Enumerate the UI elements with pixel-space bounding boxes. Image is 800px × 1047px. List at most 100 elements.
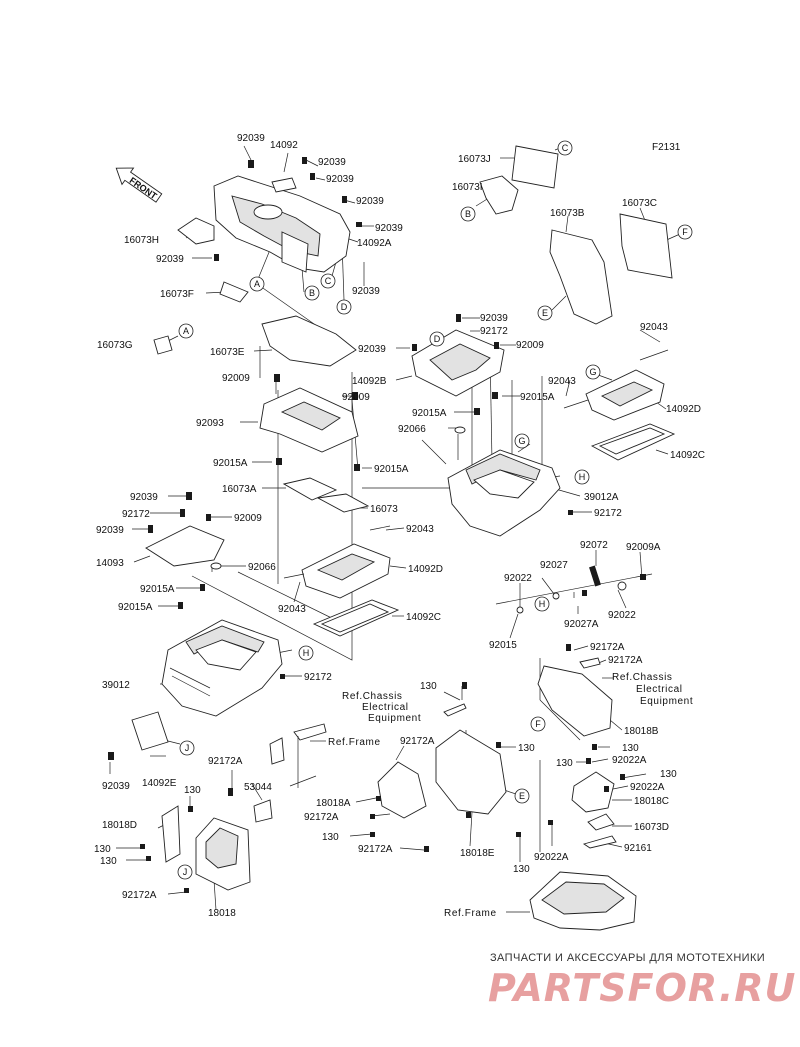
label-92015a: 92015A xyxy=(374,464,409,475)
label-92022: 92022 xyxy=(608,610,636,621)
callout-g: G xyxy=(514,433,530,449)
label-92172a: 92172A xyxy=(122,890,157,901)
svg-text:F: F xyxy=(535,719,541,729)
callout-markers: C B F E A C B D A D G G H H H F E J J xyxy=(177,140,693,880)
callout-g: G xyxy=(585,364,601,380)
label-14093: 14093 xyxy=(96,558,124,569)
label-18018e: 18018E xyxy=(460,848,495,859)
label-92172: 92172 xyxy=(304,672,332,683)
label-92172: 92172 xyxy=(594,508,622,519)
label-16073e: 16073E xyxy=(210,347,245,358)
label-16073b: 16073B xyxy=(550,208,585,219)
svg-text:F: F xyxy=(682,227,688,237)
label-39012: 39012 xyxy=(102,680,130,691)
label-18018b: 18018B xyxy=(624,726,659,737)
label-92039: 92039 xyxy=(102,781,130,792)
svg-text:A: A xyxy=(183,326,189,336)
label-92022a: 92022A xyxy=(534,852,569,863)
callout-e: E xyxy=(514,788,530,804)
label-92039: 92039 xyxy=(237,133,265,144)
label-92172a: 92172A xyxy=(304,812,339,823)
label-92172a: 92172A xyxy=(208,756,243,767)
label-92172: 92172 xyxy=(480,326,508,337)
svg-text:G: G xyxy=(518,436,525,446)
label-130: 130 xyxy=(518,743,535,754)
callout-f: F xyxy=(677,224,693,240)
svg-text:B: B xyxy=(309,288,315,298)
callout-a: A xyxy=(249,276,265,292)
label-92066: 92066 xyxy=(248,562,276,573)
label-92022: 92022 xyxy=(504,573,532,584)
label-18018a: 18018A xyxy=(316,798,351,809)
label-92039: 92039 xyxy=(96,525,124,536)
label-16073d: 16073D xyxy=(634,822,669,833)
ref-frame-1: Ref.Frame xyxy=(328,737,381,748)
svg-text:C: C xyxy=(562,143,569,153)
label-130: 130 xyxy=(94,844,111,855)
callout-c: C xyxy=(320,273,336,289)
label-130: 130 xyxy=(420,681,437,692)
callout-d: D xyxy=(336,299,352,315)
label-92172a: 92172A xyxy=(358,844,393,855)
label-14092b: 14092B xyxy=(352,376,387,387)
callout-b: B xyxy=(460,206,476,222)
label-92039: 92039 xyxy=(480,313,508,324)
label-92172a: 92172A xyxy=(608,655,643,666)
label-16073i: 16073I xyxy=(452,182,483,193)
label-92027a: 92027A xyxy=(564,619,599,630)
label-92066: 92066 xyxy=(398,424,426,435)
label-92072: 92072 xyxy=(580,540,608,551)
label-16073f: 16073F xyxy=(160,289,194,300)
label-92009a: 92009A xyxy=(626,542,661,553)
label-130: 130 xyxy=(556,758,573,769)
svg-text:D: D xyxy=(434,334,441,344)
label-92172a: 92172A xyxy=(590,642,625,653)
label-92172a: 92172A xyxy=(400,736,435,747)
label-92039: 92039 xyxy=(130,492,158,503)
label-92015: 92015 xyxy=(489,640,517,651)
label-92039: 92039 xyxy=(318,157,346,168)
callout-c: C xyxy=(557,140,573,156)
label-92009: 92009 xyxy=(516,340,544,351)
label-92043: 92043 xyxy=(278,604,306,615)
label-92022a: 92022A xyxy=(612,755,647,766)
label-16073c: 16073C xyxy=(622,198,657,209)
svg-text:J: J xyxy=(183,867,188,877)
label-92039: 92039 xyxy=(356,196,384,207)
label-92027: 92027 xyxy=(540,560,568,571)
label-92015a: 92015A xyxy=(213,458,248,469)
label-16073h: 16073H xyxy=(124,235,159,246)
label-92161: 92161 xyxy=(624,843,652,854)
ref-frame-2: Ref.Frame xyxy=(444,908,497,919)
svg-text:H: H xyxy=(303,648,310,658)
svg-text:G: G xyxy=(589,367,596,377)
label-14092d: 14092D xyxy=(666,404,701,415)
label-92022a: 92022A xyxy=(630,782,665,793)
label-92009: 92009 xyxy=(222,373,250,384)
label-92015a: 92015A xyxy=(412,408,447,419)
label-53044: 53044 xyxy=(244,782,272,793)
label-92039: 92039 xyxy=(358,344,386,355)
label-14092d: 14092D xyxy=(408,564,443,575)
label-18018d: 18018D xyxy=(102,820,137,831)
label-92015a: 92015A xyxy=(118,602,153,613)
label-16073: 16073 xyxy=(370,504,398,515)
callout-j: J xyxy=(179,740,195,756)
front-arrow-icon: FRONT xyxy=(115,167,163,203)
svg-text:H: H xyxy=(579,472,586,482)
label-130: 130 xyxy=(513,864,530,875)
callout-h: H xyxy=(574,469,590,485)
svg-text:H: H xyxy=(539,599,546,609)
callout-d: D xyxy=(429,331,445,347)
label-92015a: 92015A xyxy=(140,584,175,595)
label-130: 130 xyxy=(322,832,339,843)
callout-h: H xyxy=(534,596,550,612)
label-18018: 18018 xyxy=(208,908,236,919)
label-14092c: 92093 xyxy=(196,418,224,429)
watermark-tagline: ЗАПЧАСТИ И АКСЕССУАРЫ ДЛЯ МОТОТЕХНИКИ xyxy=(490,952,766,964)
callout-b: B xyxy=(304,285,320,301)
label-18018c: 18018C xyxy=(634,796,669,807)
